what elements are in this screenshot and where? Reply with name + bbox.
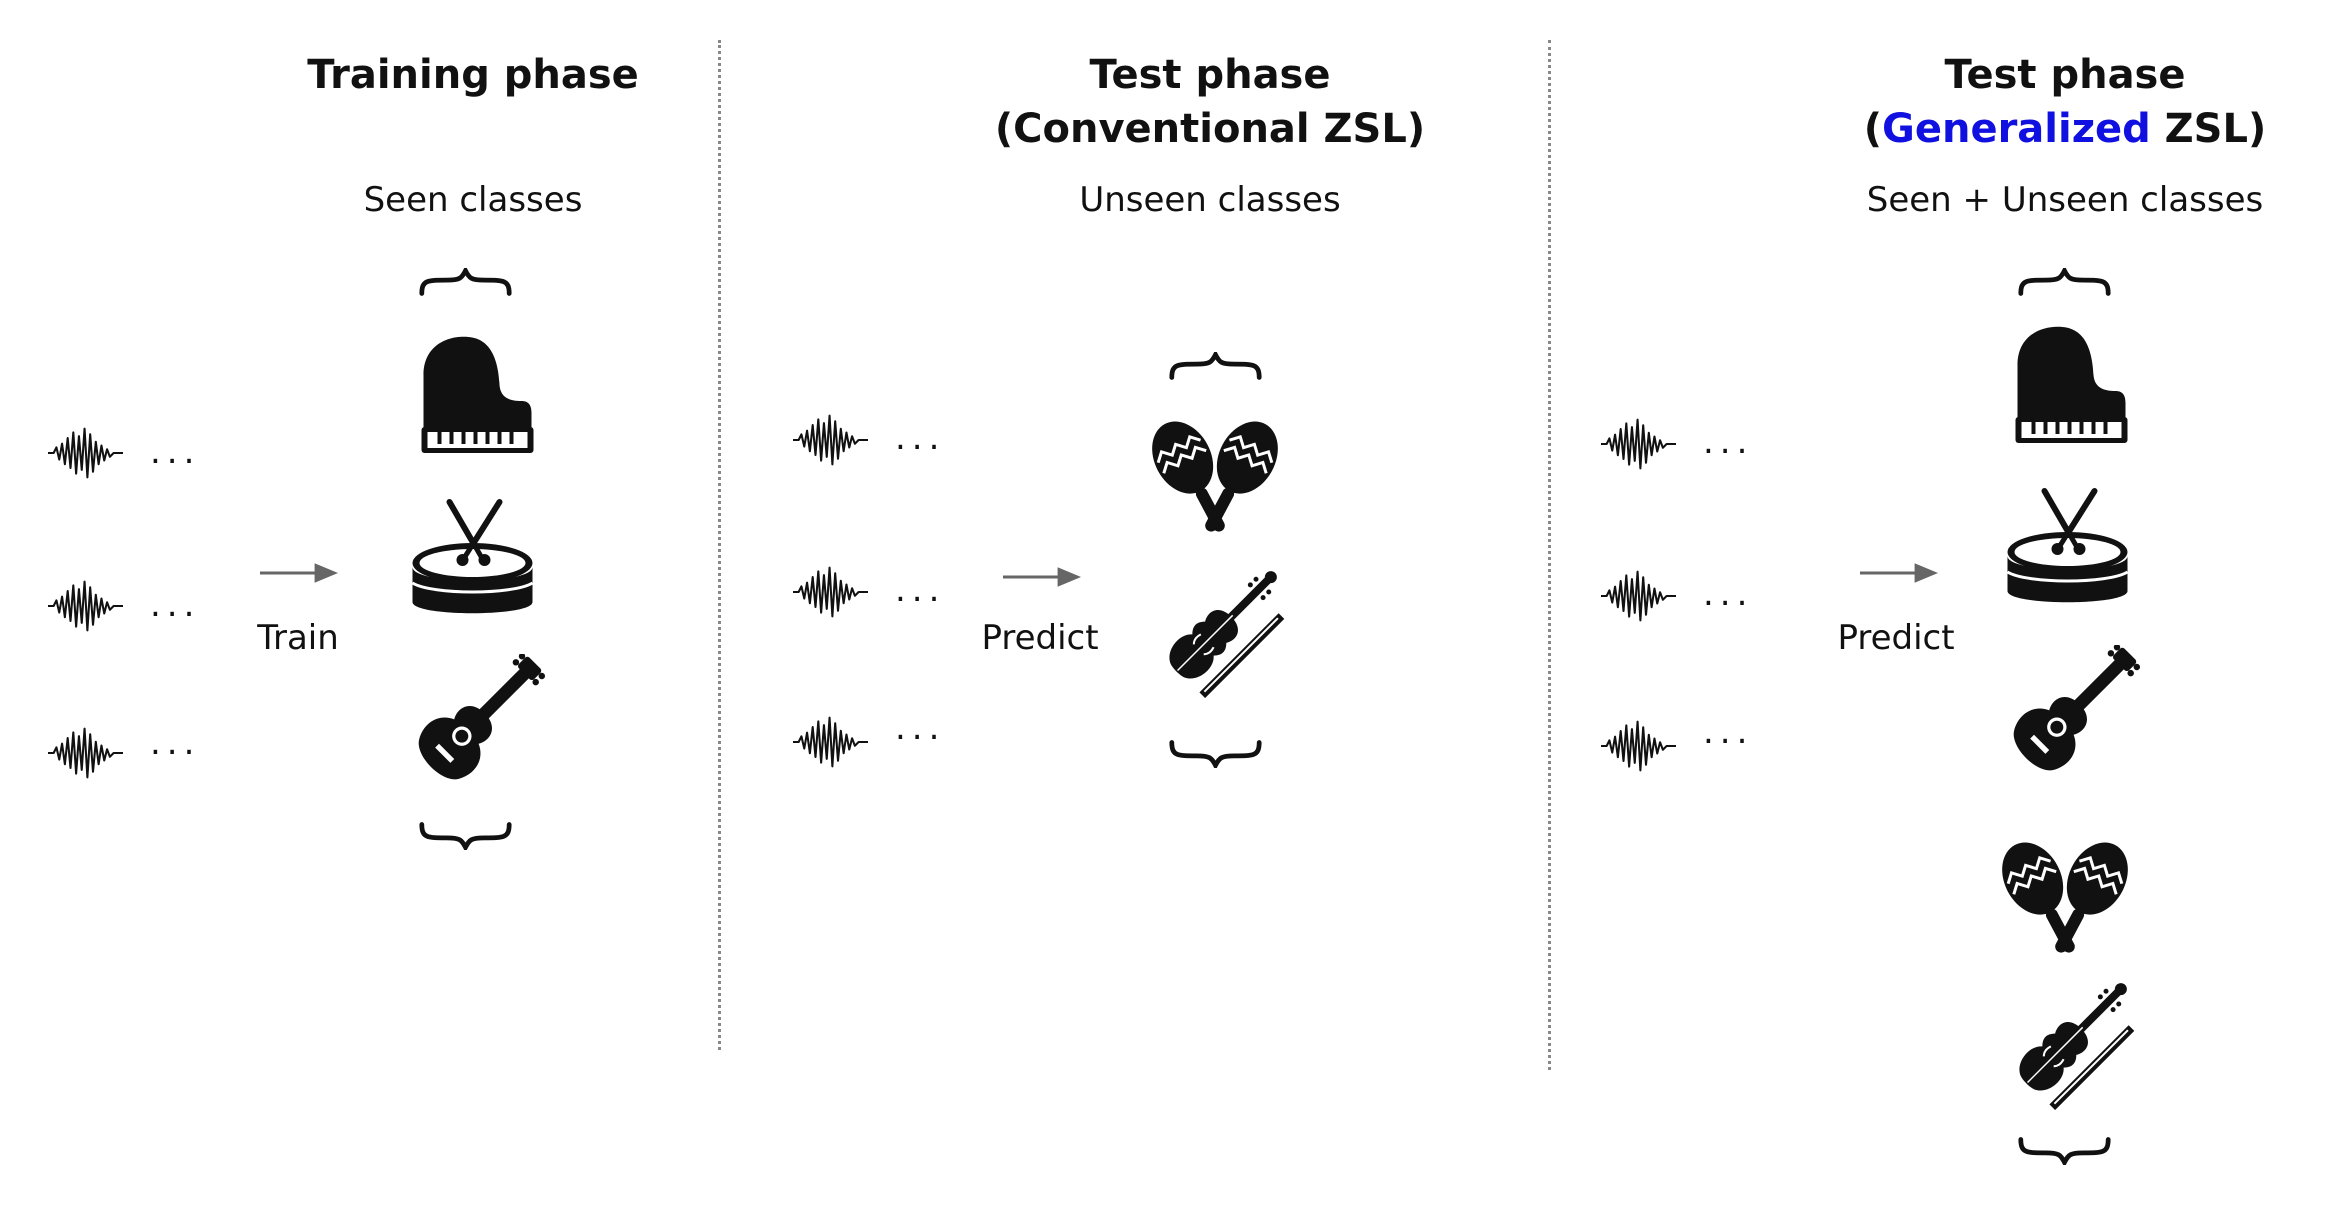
guitar-icon [408, 654, 545, 790]
arrow-icon [1860, 561, 1938, 585]
brace-top-icon [1172, 355, 1259, 378]
drum-icon [413, 502, 533, 613]
piano-icon [421, 336, 534, 453]
ellipsis: ... [150, 723, 201, 763]
panel3-subtitle: Seen + Unseen classes [1866, 180, 2264, 220]
waveform-icon [48, 727, 123, 779]
panel1-title: Training phase [307, 52, 639, 98]
ellipsis: ... [150, 432, 201, 472]
waveform-icon [1601, 418, 1676, 470]
brace-bottom-icon [1172, 743, 1259, 766]
arrow-icon [1003, 565, 1081, 589]
ellipsis: ... [895, 418, 946, 458]
maracas-icon [1995, 833, 2135, 963]
waveform-icon [48, 580, 123, 632]
piano-icon [2015, 326, 2128, 443]
ellipsis: ... [150, 585, 201, 625]
ellipsis: ... [895, 570, 946, 610]
generalized-highlight: Generalized [1882, 106, 2151, 152]
waveform-icon [793, 566, 868, 618]
train-label: Train [257, 618, 339, 658]
predict-label-generalized: Predict [1837, 618, 1955, 658]
panel2-title: Test phase (Conventional ZSL) [994, 52, 1426, 152]
panel-divider-1 [718, 40, 721, 1050]
ellipsis: ... [1703, 712, 1754, 752]
brace-top-icon [422, 271, 509, 294]
brace-bottom-icon [422, 825, 509, 848]
waveform-icon [48, 427, 123, 479]
brace-top-icon [2021, 271, 2108, 294]
ellipsis: ... [1703, 574, 1754, 614]
violin-icon [2010, 980, 2135, 1110]
drum-icon [2008, 491, 2128, 602]
waveform-icon [1601, 570, 1676, 622]
panel3-title: Test phase (Generalized ZSL) [1863, 52, 2267, 152]
violin-icon [1160, 568, 1285, 698]
panel1-subtitle: Seen classes [363, 180, 583, 220]
waveform-icon [793, 716, 868, 768]
brace-bottom-icon [2021, 1140, 2108, 1163]
guitar-icon [2003, 645, 2140, 781]
panel2-subtitle: Unseen classes [1079, 180, 1341, 220]
arrow-icon [260, 561, 338, 585]
ellipsis: ... [895, 708, 946, 748]
waveform-icon [793, 414, 868, 466]
ellipsis: ... [1703, 422, 1754, 462]
panel-divider-2 [1548, 40, 1551, 1070]
predict-label-conventional: Predict [981, 618, 1099, 658]
waveform-icon [1601, 720, 1676, 772]
maracas-icon [1145, 412, 1285, 542]
